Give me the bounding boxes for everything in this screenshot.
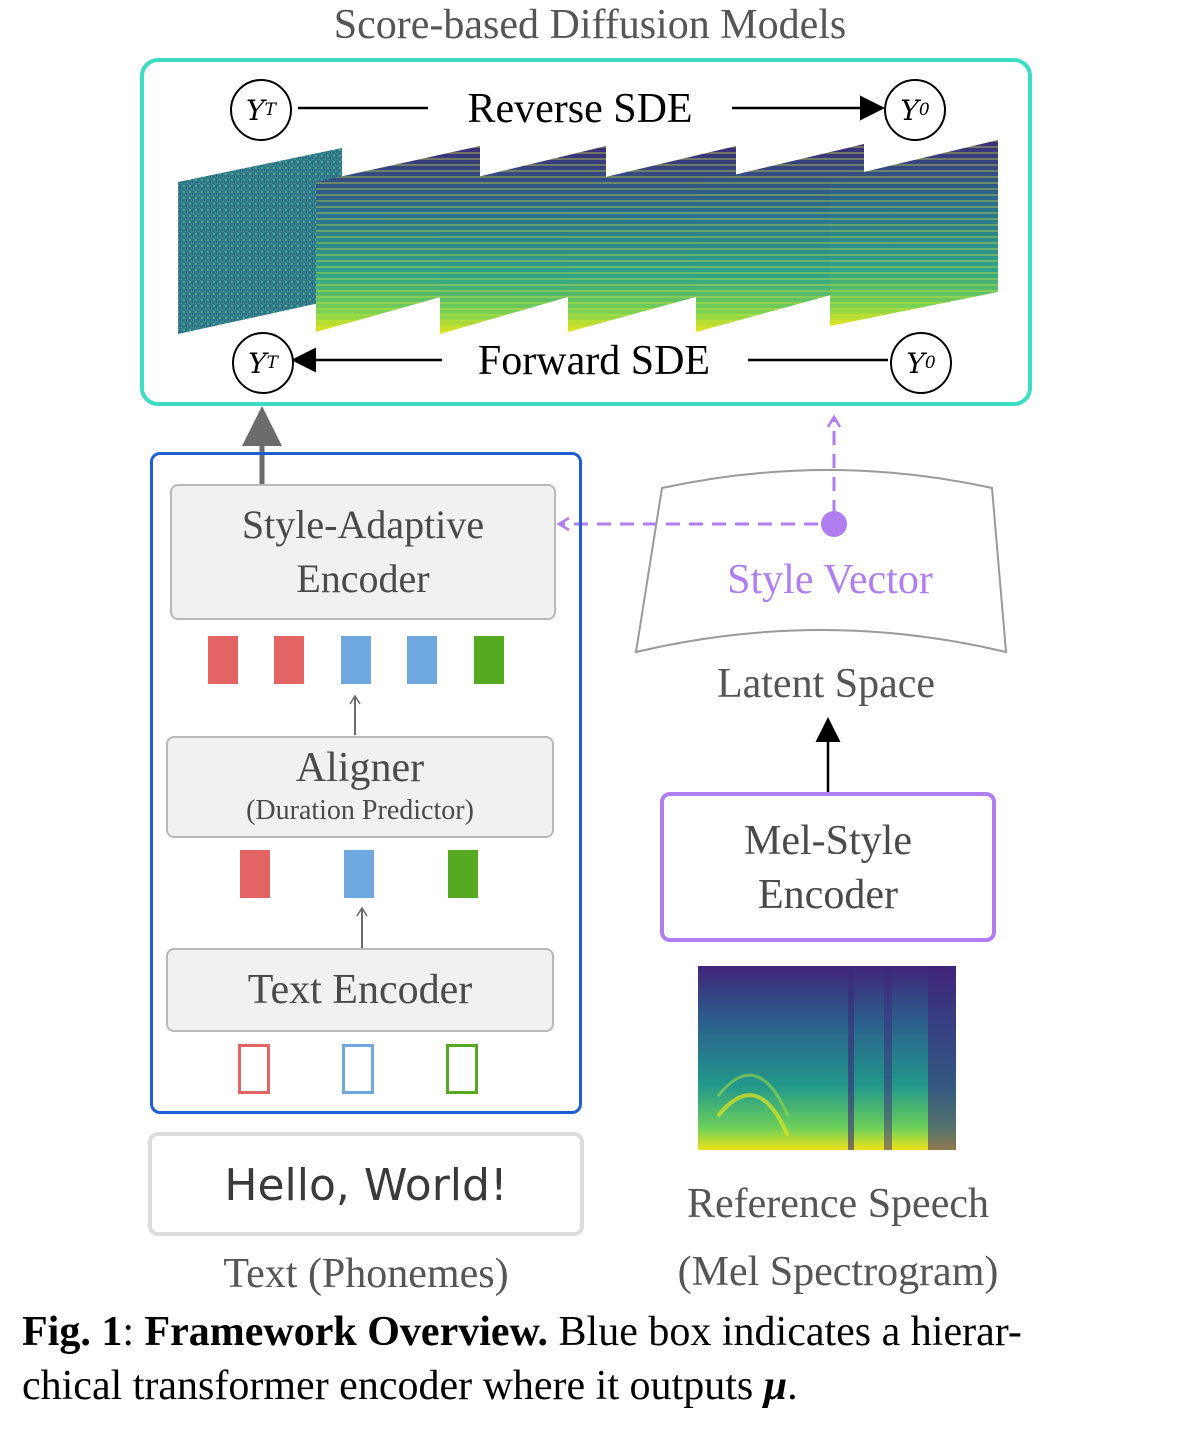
node-yt-bottom-sub: T: [266, 353, 278, 373]
text-input-box: Hello, World!: [148, 1132, 584, 1236]
style-vector-label: Style Vector: [727, 557, 933, 603]
spectrogram-panel-2: [316, 146, 480, 332]
figure-caption-line1: Fig. 1: Framework Overview. Blue box ind…: [22, 1306, 1172, 1358]
token-expanded-red-1: [208, 636, 238, 684]
spectrogram-panel-5: [696, 144, 864, 332]
caption-colon: :: [122, 1309, 134, 1355]
node-yt-bottom-var: Y: [248, 346, 267, 380]
token-hidden-green: [448, 850, 478, 898]
latent-space-sheet: [634, 469, 1008, 654]
token-expanded-blue-2: [407, 636, 437, 684]
figure-caption-line2: chical transformer encoder where it outp…: [22, 1360, 1172, 1412]
aligner-subtitle: (Duration Predictor): [246, 795, 474, 826]
token-hidden-blue: [344, 850, 374, 898]
reference-spectrogram: [698, 966, 956, 1150]
token-hidden-red: [240, 850, 270, 898]
caption-text-line2: chical transformer encoder where it outp…: [22, 1363, 754, 1409]
hierarchical-encoder-box: [150, 452, 582, 1114]
aligner-block: Aligner (Duration Predictor): [166, 736, 554, 838]
style-adaptive-encoder: Style-Adaptive Encoder: [170, 484, 556, 620]
caption-end: .: [787, 1363, 798, 1409]
node-y0-top-var: Y: [900, 93, 919, 127]
caption-text-line1: Blue box indicates a hierar-: [558, 1309, 1022, 1355]
mel-style-line2: Encoder: [758, 872, 898, 918]
token-expanded-blue-1: [341, 636, 371, 684]
spectrogram-panel-6: [830, 140, 998, 326]
reverse-sde-label: Reverse SDE: [467, 86, 693, 132]
style-adaptive-line2: Encoder: [296, 556, 430, 601]
node-y0-top-sub: 0: [918, 100, 930, 120]
diffusion-title: Score-based Diffusion Models: [333, 2, 847, 48]
spectrogram-panel-noise: [178, 148, 342, 334]
node-y0-bottom-var: Y: [906, 346, 925, 380]
text-encoder-label: Text Encoder: [247, 967, 473, 1013]
style-vector-dot: [821, 511, 847, 537]
spectrogram-panel-3: [440, 146, 606, 334]
caption-fig-label: Fig. 1: [22, 1309, 123, 1355]
spectrogram-panel-4: [568, 146, 736, 332]
text-input-caption: Text (Phonemes): [223, 1251, 509, 1297]
mel-style-line1: Mel-Style: [744, 818, 912, 864]
latent-space-label: Latent Space: [716, 661, 936, 707]
mel-style-encoder: Mel-Style Encoder: [660, 792, 996, 942]
spectrogram-stack: [178, 140, 998, 334]
token-input-blue: [342, 1044, 374, 1094]
node-yt-top-var: Y: [246, 93, 265, 127]
style-adaptive-line1: Style-Adaptive: [241, 502, 485, 547]
reference-speech-line2: (Mel Spectrogram): [677, 1249, 999, 1295]
node-yt-top-sub: T: [264, 100, 276, 120]
forward-sde-label: Forward SDE: [477, 338, 711, 384]
token-input-red: [238, 1044, 270, 1094]
token-input-green: [446, 1044, 478, 1094]
text-input-value: Hello, World!: [224, 1160, 508, 1211]
caption-bold-title: Framework Overview.: [144, 1309, 549, 1355]
token-expanded-red-2: [274, 636, 304, 684]
reference-speech-line1: Reference Speech: [687, 1181, 989, 1227]
aligner-title: Aligner: [295, 745, 425, 791]
node-y0-bottom-sub: 0: [924, 353, 936, 373]
caption-mu-symbol: μ: [763, 1363, 788, 1409]
token-expanded-green: [474, 636, 504, 684]
text-encoder-block: Text Encoder: [166, 948, 554, 1032]
diffusion-panel: [140, 58, 1032, 406]
